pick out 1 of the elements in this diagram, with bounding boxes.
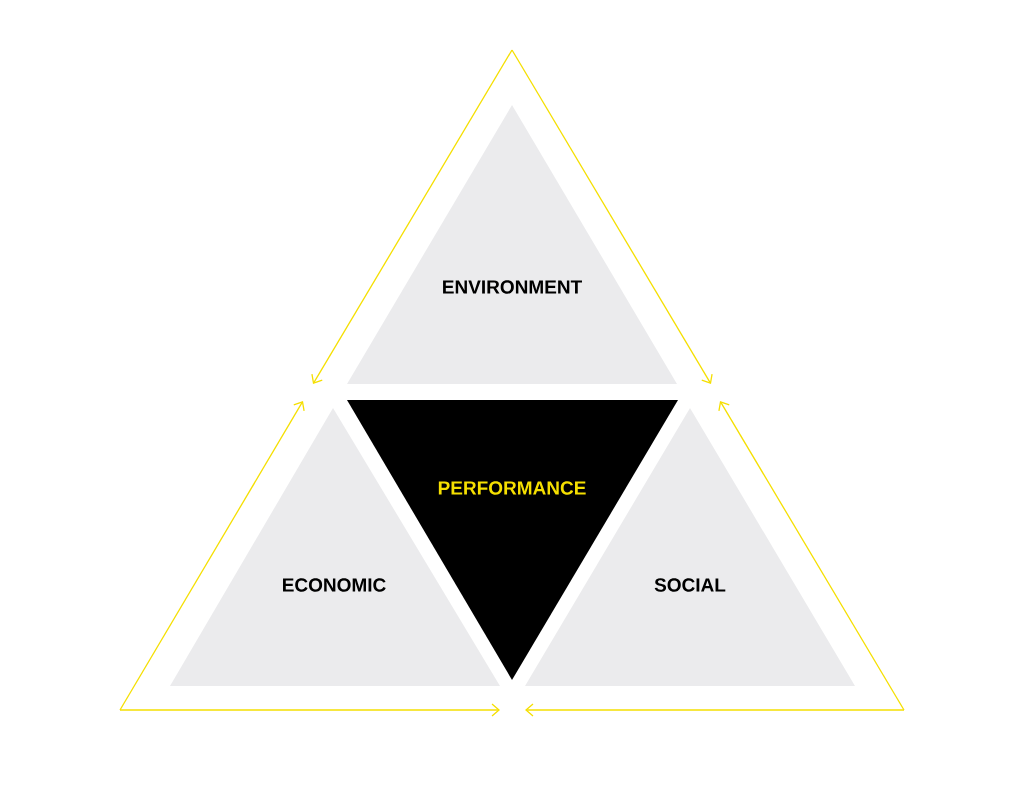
triangle: ENVIRONMENT bbox=[347, 105, 677, 384]
